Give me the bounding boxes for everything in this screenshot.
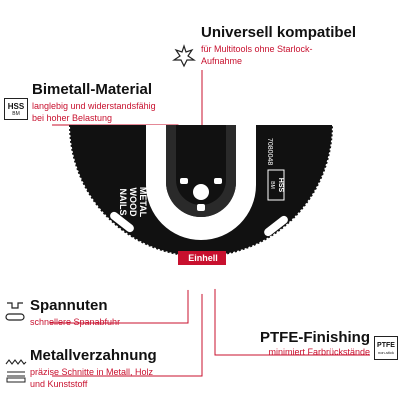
brand-badge (178, 251, 226, 265)
bimetal-desc-line1: langlebig und widerstandsfähig (32, 101, 156, 111)
connector-teeth (52, 290, 203, 377)
ptfe-icon-main: PTFE (377, 341, 395, 349)
teeth-desc-line2: und Kunststoff (30, 379, 88, 389)
blade-label-line: METAL (138, 186, 148, 218)
blade-mount-rim (166, 125, 236, 217)
blade-material-label: METAL WOOD NAILS (88, 172, 148, 232)
universal-desc-line1: für Multitools ohne Starlock- (201, 44, 313, 54)
universal-icon (172, 44, 196, 68)
blade-slots (110, 211, 288, 286)
hss-icon-main: HSS (7, 101, 25, 111)
blade-label-line: NAILS (118, 188, 128, 216)
universal-desc-line2: Aufnahme (201, 56, 243, 66)
blade-brand-label: Einhell (188, 253, 218, 263)
connector-ptfe (214, 285, 370, 356)
blade-hss-box (267, 169, 285, 201)
ptfe-desc-line1: minimiert Farbrückstände (268, 347, 370, 357)
connector-chip (50, 286, 189, 324)
bimetal-desc-line2: bei hoher Belastung (32, 113, 113, 123)
chip-desc-line1: schnellere Spanabfuhr (30, 317, 121, 327)
hss-icon-small: BM (12, 110, 20, 117)
chip-title: Spannuten (30, 297, 108, 314)
blade-hss-mark: HSS BM (268, 170, 284, 200)
blade-hss-mark-main: HSS (277, 177, 284, 193)
teeth-title: Metallverzahnung (30, 347, 157, 364)
ptfe-icon-small: non-stick (377, 349, 394, 355)
ptfe-icon: PTFE non-stick (374, 336, 398, 360)
chip-dots (184, 281, 219, 294)
blade-mount-cutout (146, 125, 256, 240)
ptfe-title: PTFE-Finishing (260, 329, 370, 346)
hss-icon: HSS BM (4, 98, 28, 120)
bimetal-title: Bimetall-Material (32, 81, 153, 98)
blade-hss-mark-small: BM (269, 181, 275, 189)
teeth-desc-line1: präzise Schnitte in Metall, Holz (30, 367, 154, 377)
universal-title: Universell kompatibel (201, 24, 357, 41)
mount-holes (180, 178, 222, 211)
teeth-icon (4, 358, 28, 384)
chip-icon (4, 300, 26, 324)
blade-label-line: WOOD (128, 187, 138, 217)
